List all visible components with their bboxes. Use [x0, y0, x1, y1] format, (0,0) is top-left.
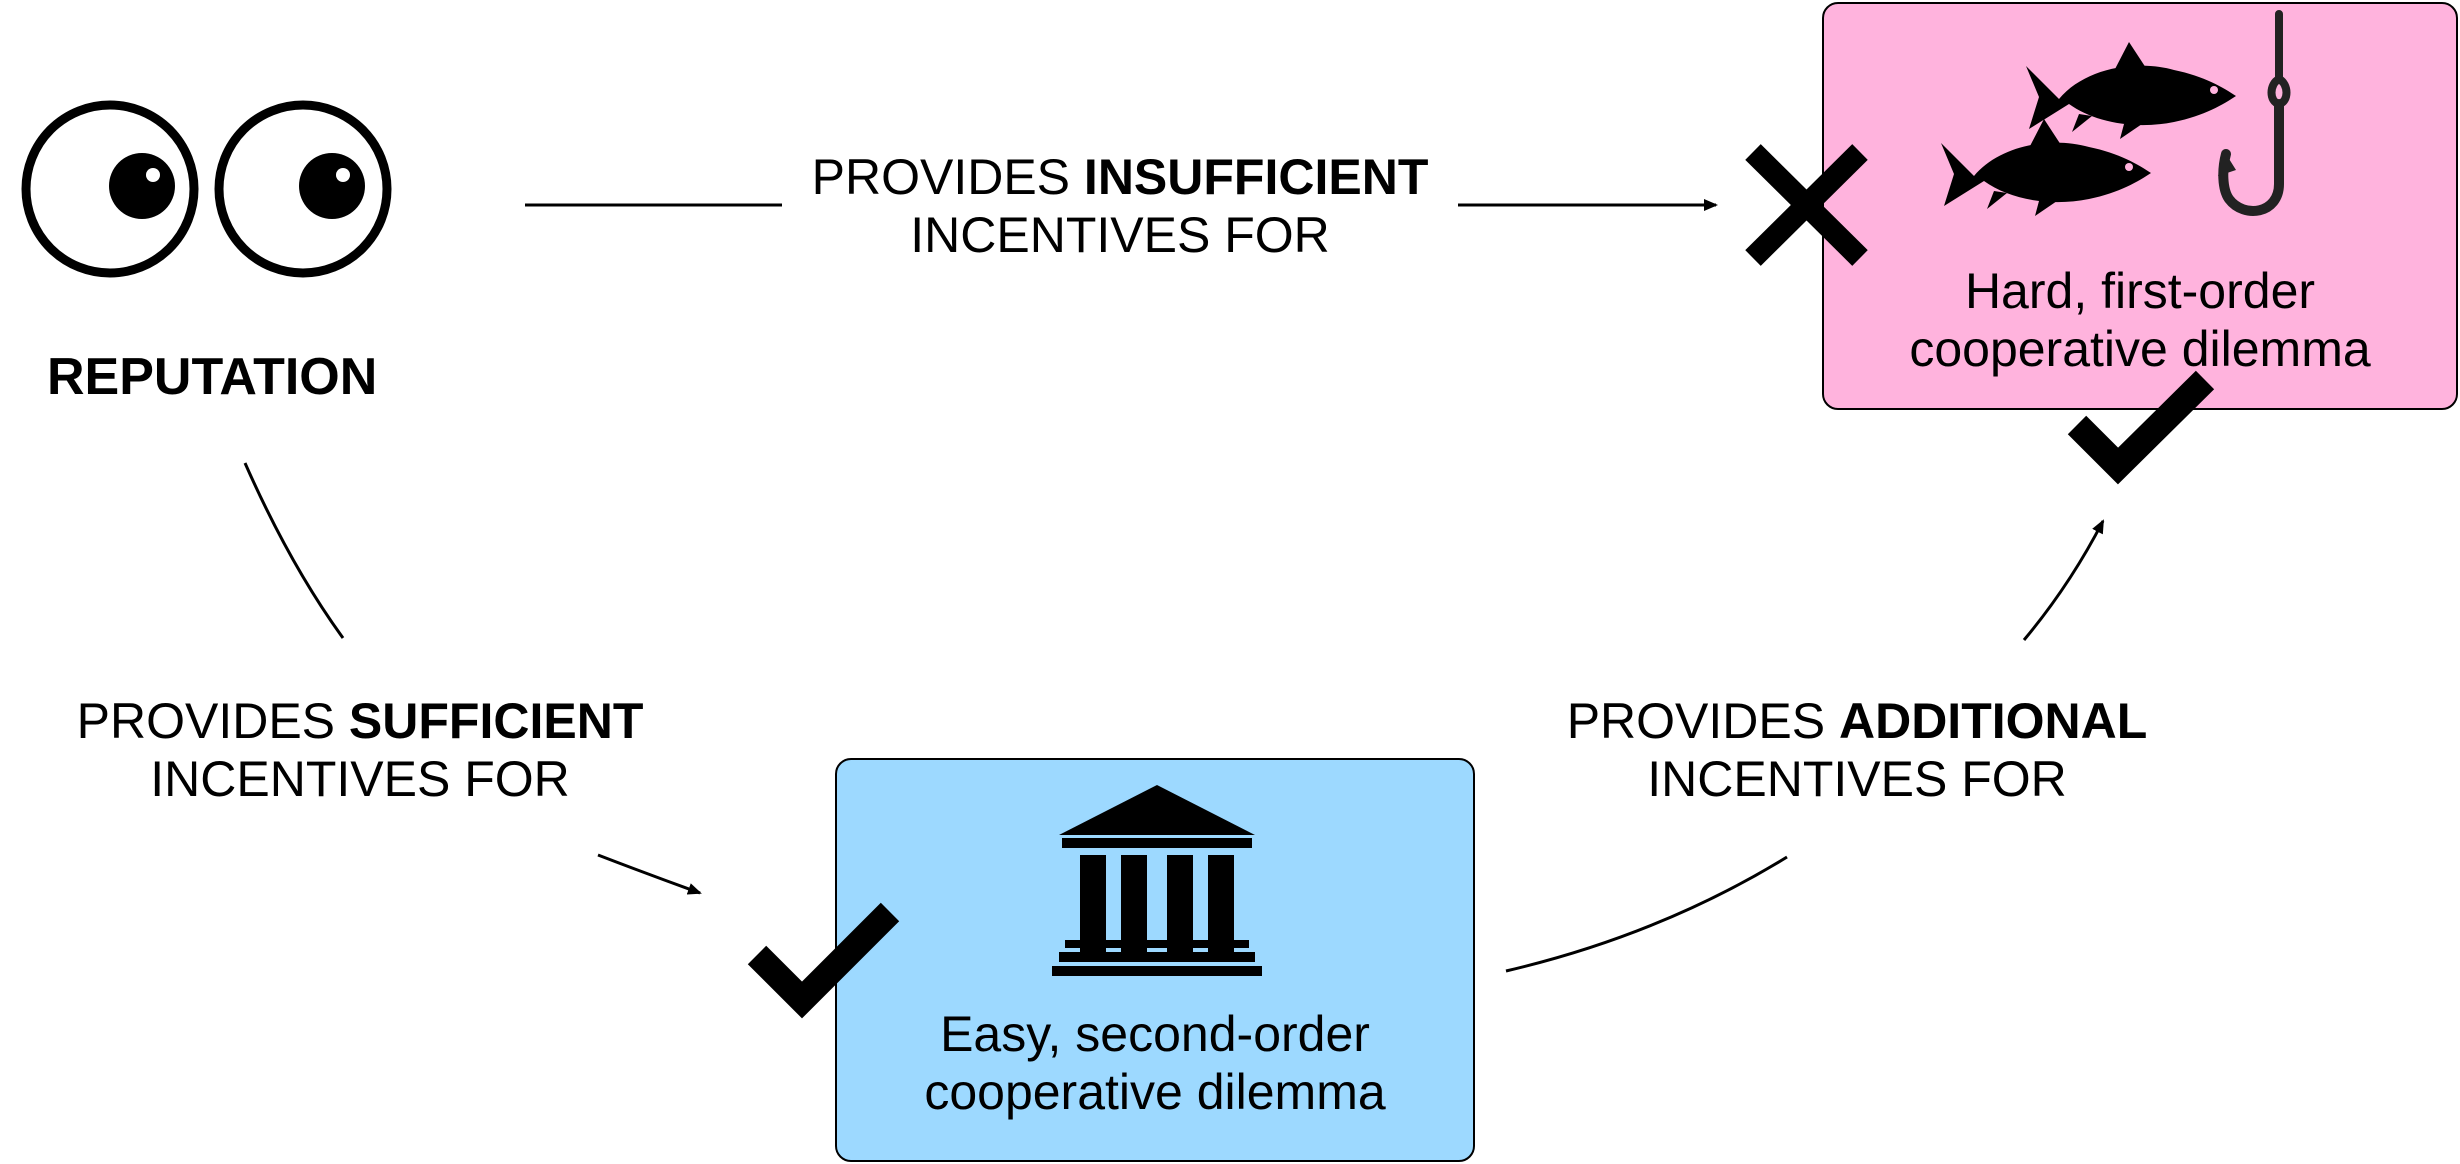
cross-icon	[1745, 144, 1868, 266]
first-order-dilemma-box: Hard, first-order cooperative dilemma	[1822, 2, 2458, 410]
right-edge-label-bold: ADDITIONAL	[1838, 693, 2148, 749]
first-order-dilemma-line1: Hard, first-order	[1964, 263, 2316, 319]
right-edge-label-line2: INCENTIVES FOR	[1647, 751, 2067, 807]
fish-and-hook-icon	[1941, 10, 2291, 216]
right-edge-label-prefix: PROVIDES	[1566, 693, 1839, 749]
second-order-dilemma-line2: cooperative dilemma	[924, 1064, 1386, 1120]
first-order-dilemma-line2: cooperative dilemma	[1909, 321, 2371, 377]
top-edge-label: PROVIDES INSUFFICIENT INCENTIVES FOR	[800, 148, 1440, 264]
right-edge-label: PROVIDES ADDITIONAL INCENTIVES FOR	[1537, 692, 2177, 808]
left-connector-start	[243, 462, 345, 639]
second-order-dilemma-box: Easy, second-order cooperative dilemma	[835, 758, 1475, 1162]
left-edge-label-prefix: PROVIDES	[76, 693, 349, 749]
second-order-dilemma-line1: Easy, second-order	[940, 1006, 1370, 1062]
left-edge-label: PROVIDES SUFFICIENT INCENTIVES FOR	[40, 692, 680, 808]
left-connector-end	[597, 853, 702, 895]
reputation-label: REPUTATION	[47, 348, 378, 406]
left-edge-label-line2: INCENTIVES FOR	[150, 751, 570, 807]
top-edge-label-bold: INSUFFICIENT	[1083, 149, 1429, 205]
check-icon-second-order	[747, 902, 900, 1019]
right-connector-end	[2022, 519, 2105, 641]
left-edge-label-bold: SUFFICIENT	[348, 693, 644, 749]
top-edge-label-prefix: PROVIDES	[811, 149, 1084, 205]
check-icon-first-order	[2067, 370, 2215, 485]
top-edge-label-line2: INCENTIVES FOR	[910, 207, 1330, 263]
eyes-icon	[21, 100, 392, 278]
institution-building-icon	[1052, 785, 1262, 976]
right-connector-start	[1505, 855, 1788, 973]
